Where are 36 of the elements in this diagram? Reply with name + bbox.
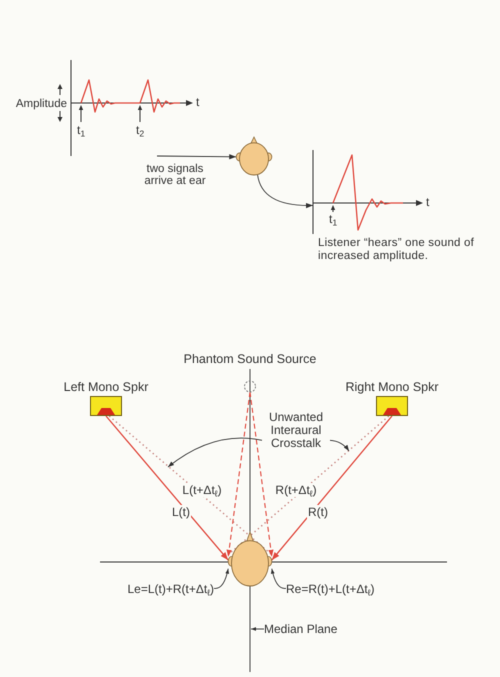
curved-arrow [257, 174, 314, 208]
leader-line [214, 568, 229, 589]
signal-arrow [271, 416, 392, 561]
axis-label: Amplitude [16, 97, 67, 111]
axis-label: t [196, 95, 200, 109]
leader-arrow [250, 627, 264, 631]
edge-label: R(t) [307, 505, 329, 519]
time-label: t$_{2}$ [136, 123, 144, 137]
signal-arrow [106, 416, 229, 561]
crosstalk-label: Unwanted Interaural Crosstalk [262, 411, 330, 450]
time-label: t$_{1}$ [77, 123, 86, 137]
axis-label: t [426, 195, 430, 209]
time-label: t$_{1}$ [329, 212, 338, 226]
arrow [156, 154, 237, 160]
edge-label: two signals arrive at ear [142, 163, 208, 187]
leader-line [271, 568, 286, 589]
source-marker [244, 380, 256, 392]
edge-label: R(t+Δt$_{ℓ}$) [274, 483, 318, 497]
head-drawing [228, 530, 272, 586]
speaker-label: Left Mono Spkr [64, 380, 148, 394]
dashed-arrow [226, 392, 251, 557]
waveform-plot [312, 150, 423, 234]
crosstalk-line [108, 415, 272, 556]
dashed-arrow [249, 392, 274, 557]
head-drawing [236, 136, 272, 176]
edge-label: L(t) [171, 505, 191, 519]
formula-label: Le=L(t)+R(t+Δt$_{ℓ}$) [127, 582, 214, 596]
waveform-plot [70, 60, 193, 156]
curved-leader-arrow [168, 438, 262, 468]
curved-leader-arrow [330, 440, 350, 452]
formula-label: Re=R(t)+L(t+Δt$_{ℓ}$) [286, 582, 375, 596]
annotation: Listener “hears” one sound of increased amplitude. [318, 237, 476, 262]
plane-label: Median Plane [264, 622, 338, 636]
speaker-label: Right Mono Spkr [345, 380, 439, 394]
edge-label: L(t+Δt$_{ℓ}$) [181, 483, 223, 497]
source-label: Phantom Sound Source [184, 352, 316, 366]
